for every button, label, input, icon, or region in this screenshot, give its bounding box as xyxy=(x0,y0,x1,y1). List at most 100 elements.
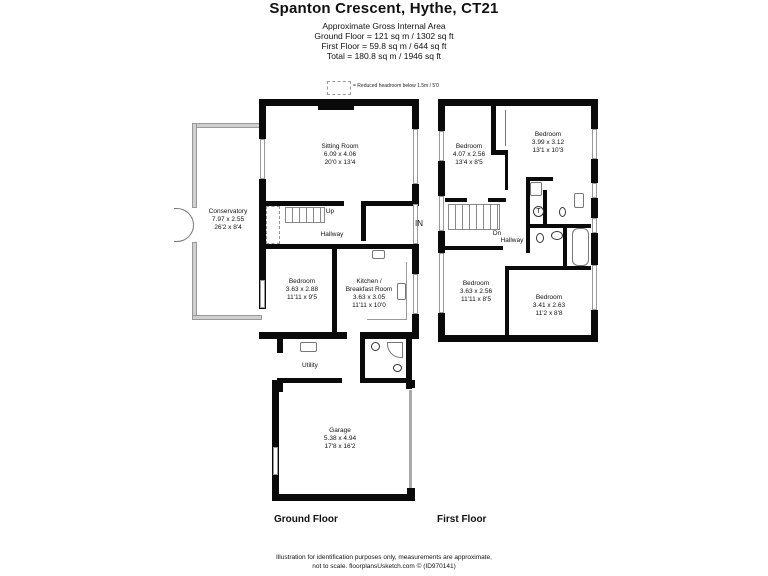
wall xyxy=(259,99,419,106)
wall xyxy=(438,99,598,106)
ensuite-shower-icon xyxy=(530,182,542,196)
room-metric: 3.41 x 2.63 xyxy=(532,302,566,309)
room-imperial: 26'2 x 8'4 xyxy=(214,224,242,231)
wall xyxy=(259,332,347,339)
room-name: Sitting Room xyxy=(321,143,359,150)
first-floor-area: First Floor = 59.8 sq m / 644 sq ft xyxy=(321,41,447,51)
disclaimer-line-1: Illustration for identification purposes… xyxy=(276,554,492,561)
room-imperial: 11'11 x 9'5 xyxy=(286,294,318,301)
sink-icon xyxy=(397,283,406,300)
kitchen-worktop xyxy=(367,262,407,320)
wall xyxy=(438,231,445,253)
wall xyxy=(360,339,365,383)
room-imperial: 11'11 x 8'5 xyxy=(460,296,492,303)
sitting-room-label: Sitting Room 6.09 x 4.06 20'0 x 13'4 xyxy=(300,143,380,167)
room-metric: 3.63 x 2.88 xyxy=(285,286,319,293)
wall xyxy=(360,378,410,383)
wall xyxy=(272,380,279,500)
room-metric: 3.99 x 3.12 xyxy=(531,139,565,146)
wall xyxy=(412,99,419,129)
room-metric: 3.63 x 2.56 xyxy=(459,288,493,295)
wall xyxy=(563,228,567,268)
bedroom-1-label: Bedroom 4.07 x 2.56 13'4 x 8'5 xyxy=(447,143,491,167)
front-door xyxy=(413,204,418,244)
window xyxy=(439,196,444,231)
bathroom-basin-icon xyxy=(551,231,563,240)
room-name: Conservatory xyxy=(208,208,248,215)
wall xyxy=(266,201,344,206)
window xyxy=(260,280,265,308)
stairs-up-label: Up xyxy=(325,208,335,215)
window xyxy=(413,274,418,314)
conservatory-wall-bottom xyxy=(192,315,262,320)
toilet-icon xyxy=(393,364,402,372)
tank-icon: T xyxy=(533,206,544,217)
wall xyxy=(259,244,419,249)
utility-sink-icon xyxy=(300,342,317,352)
room-imperial: 11'11 x 10'0 xyxy=(352,302,386,309)
bathroom-toilet-icon xyxy=(536,233,544,243)
stairs-down[interactable] xyxy=(448,204,500,230)
reduced-headroom-area xyxy=(266,206,280,244)
wall xyxy=(591,99,598,129)
wall xyxy=(406,339,412,389)
wall xyxy=(361,201,419,206)
window xyxy=(413,129,418,184)
window xyxy=(592,183,597,198)
wall xyxy=(526,177,530,253)
wall xyxy=(505,268,509,338)
wardrobe-doors xyxy=(498,110,506,146)
window xyxy=(439,253,444,313)
bedroom-4-label: Bedroom 3.41 x 2.63 11'2 x 8'8 xyxy=(520,294,578,318)
conservatory-wall-left-upper xyxy=(192,123,197,208)
wall xyxy=(527,224,591,228)
wall xyxy=(591,159,598,183)
wall xyxy=(591,310,598,342)
hallway-label: Hallway xyxy=(320,231,344,238)
garage-door xyxy=(409,390,412,494)
ground-floor-label: Ground Floor xyxy=(274,514,338,525)
wall xyxy=(332,244,337,334)
room-name: Kitchen / xyxy=(356,278,382,285)
room-imperial: 17'8 x 16'2 xyxy=(324,443,356,450)
wall xyxy=(407,380,415,388)
conservatory-french-doors xyxy=(174,208,194,242)
wall xyxy=(438,99,445,131)
ground-floor-area: Ground Floor = 121 sq m / 1302 sq ft xyxy=(314,31,454,41)
first-floor-label: First Floor xyxy=(437,514,487,525)
room-metric: 5.38 x 4.94 xyxy=(323,435,357,442)
window xyxy=(592,265,597,310)
conservatory-wall-left-lower xyxy=(192,242,197,320)
bedroom-2-label: Bedroom 3.99 x 3.12 13'1 x 10'3 xyxy=(516,131,580,155)
wall xyxy=(445,246,503,250)
area-heading: Approximate Gross Internal Area xyxy=(322,21,446,31)
room-metric: 6.09 x 4.06 xyxy=(323,151,357,158)
wall xyxy=(526,177,553,181)
window xyxy=(592,218,597,233)
window xyxy=(592,129,597,159)
wall xyxy=(272,494,415,501)
room-imperial: 11'2 x 8'8 xyxy=(535,310,563,317)
stairs-up[interactable] xyxy=(285,207,325,223)
wall xyxy=(438,335,598,342)
garage-label: Garage 5.38 x 4.94 17'8 x 16'2 xyxy=(305,427,375,451)
fireplace xyxy=(318,106,354,110)
room-name: Garage xyxy=(329,427,351,434)
wall xyxy=(591,198,598,218)
stairs-down-label: Dn xyxy=(492,230,502,237)
wall xyxy=(361,201,366,241)
wall xyxy=(591,233,598,265)
kitchen-label: Kitchen / Breakfast Room 3.63 x 3.05 11'… xyxy=(334,278,404,310)
room-imperial: 20'0 x 13'4 xyxy=(324,159,356,166)
room-name: Bedroom xyxy=(288,278,316,285)
hob-icon xyxy=(372,250,385,259)
bedroom-label: Bedroom 3.63 x 2.88 11'11 x 9'5 xyxy=(272,278,332,302)
wall xyxy=(491,104,496,154)
wall xyxy=(360,332,419,339)
wall xyxy=(438,161,445,196)
wall xyxy=(505,266,591,270)
garage-side-window xyxy=(273,447,278,475)
wall xyxy=(407,488,415,501)
reduced-headroom-legend: = Reduced headroom below 1.5m / 5'0 xyxy=(353,83,439,89)
entrance-label: IN xyxy=(415,219,423,228)
